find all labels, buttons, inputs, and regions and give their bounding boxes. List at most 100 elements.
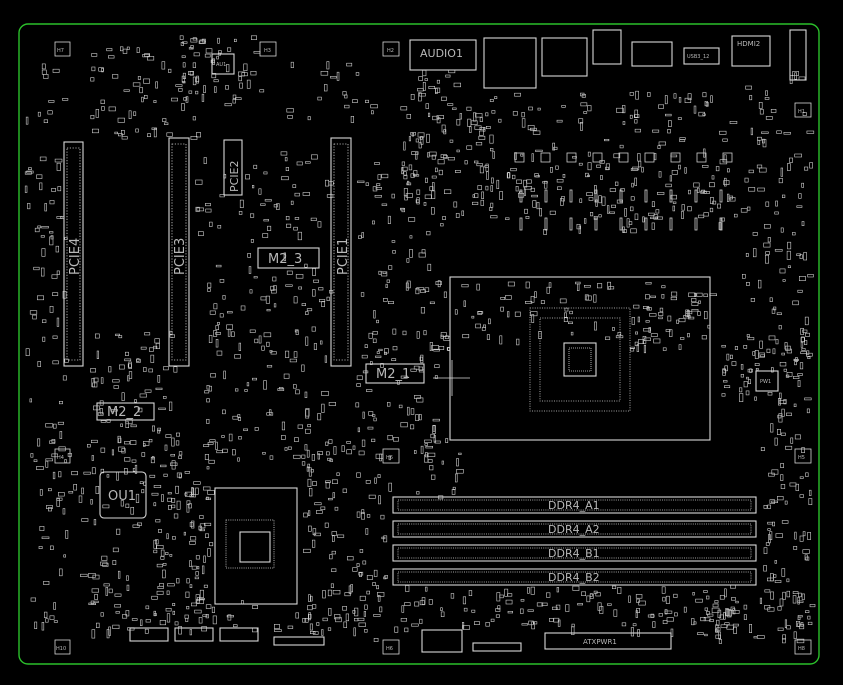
- smd-component: [489, 148, 494, 152]
- smd-component: [406, 114, 411, 119]
- smd-component: [803, 340, 808, 345]
- smd-component: [424, 287, 430, 292]
- smd-component: [427, 263, 432, 272]
- smd-component: [191, 520, 195, 529]
- smd-component: [414, 394, 421, 399]
- smd-component: [411, 623, 419, 627]
- smd-component: [655, 209, 660, 214]
- smd-component: [313, 279, 319, 283]
- smd-component: [356, 375, 363, 380]
- smd-component: [392, 328, 397, 335]
- smd-component: [507, 281, 515, 287]
- smd-component: [688, 292, 696, 297]
- smd-component: [642, 216, 645, 223]
- smd-component: [361, 512, 365, 520]
- smd-component: [196, 566, 200, 570]
- smd-component: [169, 554, 173, 557]
- smd-component: [280, 151, 288, 156]
- smd-component: [578, 118, 584, 124]
- smd-component: [634, 213, 639, 220]
- smd-component: [248, 266, 252, 274]
- smd-component: [433, 348, 440, 352]
- smd-component: [767, 391, 773, 396]
- smd-component: [418, 252, 426, 258]
- smd-component: [350, 584, 354, 593]
- smd-component: [765, 542, 770, 546]
- smd-component: [752, 351, 756, 356]
- smd-component: [160, 464, 167, 468]
- smd-component: [80, 573, 88, 578]
- smd-component: [794, 358, 797, 366]
- smd-component: [134, 399, 137, 403]
- smd-component: [344, 592, 351, 597]
- smd-component: [400, 106, 408, 111]
- smd-component: [771, 500, 778, 504]
- smd-component: [245, 174, 250, 180]
- smd-component: [130, 424, 137, 428]
- smd-component: [777, 414, 782, 419]
- smd-component: [115, 611, 120, 614]
- smd-component: [55, 245, 60, 253]
- smd-component: [561, 196, 565, 202]
- smd-component: [723, 154, 727, 161]
- smd-component: [415, 138, 420, 143]
- smd-component: [144, 628, 149, 634]
- smd-component: [125, 503, 130, 509]
- smd-component: [97, 412, 104, 416]
- smd-component: [304, 391, 308, 398]
- smd-component: [377, 595, 381, 602]
- smd-component: [117, 117, 125, 123]
- smd-component: [251, 35, 258, 40]
- smd-component: [531, 194, 538, 198]
- au1-chip: AU1: [211, 53, 235, 75]
- smd-component: [424, 439, 432, 443]
- smd-component: [95, 333, 100, 339]
- smd-component: [768, 472, 775, 477]
- smd-component: [293, 351, 298, 358]
- smd-component: [685, 311, 693, 315]
- smd-component: [496, 592, 501, 602]
- smd-component: [650, 333, 658, 337]
- smd-component: [804, 316, 809, 326]
- smd-component: [155, 387, 163, 390]
- smd-component: [91, 455, 94, 461]
- smd-component: [805, 610, 810, 614]
- smd-component: [380, 514, 385, 520]
- smd-component: [456, 119, 461, 126]
- smd-component: [108, 366, 112, 373]
- smd-component: [521, 112, 525, 118]
- smd-component: [328, 402, 337, 406]
- smd-component: [37, 225, 41, 229]
- smd-component: [783, 132, 791, 135]
- smd-component: [726, 624, 734, 630]
- smd-component: [541, 602, 548, 607]
- usb-lan-stack: [483, 37, 537, 89]
- smd-component: [370, 104, 378, 109]
- smd-component: [590, 212, 594, 217]
- smd-component: [794, 434, 801, 440]
- smd-component: [253, 51, 261, 54]
- smd-component: [650, 295, 656, 298]
- smd-component: [381, 536, 386, 540]
- smd-component: [36, 174, 43, 179]
- smd-component: [134, 464, 138, 474]
- smd-component: [702, 165, 709, 168]
- smd-component: [178, 625, 182, 635]
- smd-component: [481, 191, 484, 199]
- svg-text:PW1: PW1: [760, 379, 771, 385]
- smd-component: [806, 130, 815, 134]
- smd-component: [670, 154, 678, 158]
- smd-component: [226, 324, 234, 330]
- smd-component: [213, 79, 219, 83]
- smd-component: [81, 518, 89, 522]
- smd-component: [584, 294, 589, 301]
- ddr4-a2-slot: DDR4_A2: [392, 520, 757, 538]
- smd-component: [113, 385, 119, 389]
- smd-component: [634, 128, 641, 133]
- smd-component: [807, 621, 813, 626]
- smd-component: [213, 303, 218, 310]
- smd-component: [638, 160, 642, 168]
- smd-component: [437, 280, 441, 288]
- smd-component: [171, 460, 176, 470]
